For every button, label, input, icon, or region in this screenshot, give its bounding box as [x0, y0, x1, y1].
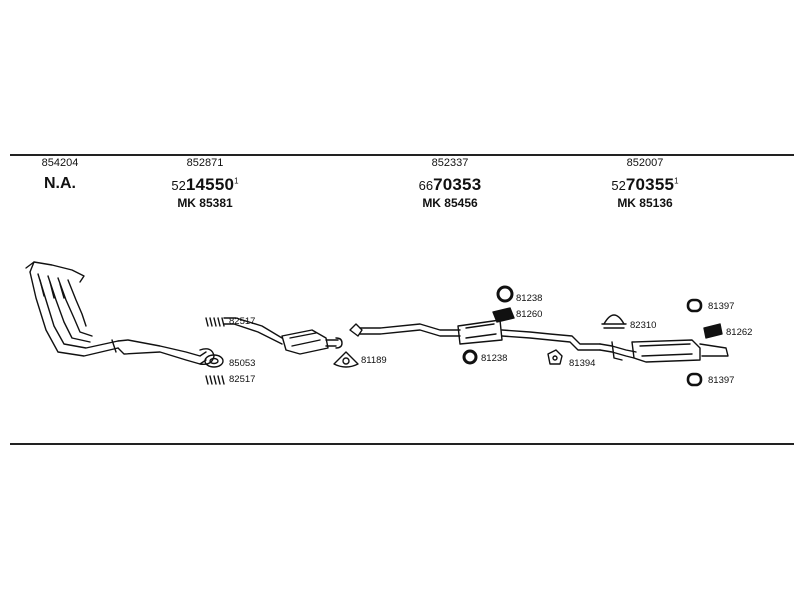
rubber-ring-top-icon — [496, 285, 514, 303]
u-clamp-icon — [601, 314, 627, 329]
mk-number: MK 85381 — [177, 196, 233, 210]
availability-note: N.A. — [44, 175, 76, 192]
sealing-ring-icon — [204, 354, 224, 368]
reference-number: 6670353 — [418, 175, 482, 194]
reference-number: 52145501 — [171, 175, 239, 194]
bottom-divider — [10, 443, 794, 445]
rubber-hanger-mid-icon — [492, 307, 515, 323]
rubber-ring-bottom-icon — [462, 349, 478, 365]
part-label-ring-mid-top: 81238 — [516, 293, 543, 304]
part-label-hanger-mid: 81260 — [516, 309, 543, 320]
catalytic-converter — [223, 317, 343, 355]
part-label-gasket-flange: 81189 — [361, 355, 387, 366]
rubber-ring-rear-top-icon — [686, 298, 703, 313]
spring-clamp-lower-icon — [205, 375, 225, 385]
column-middle-silencer: 852337 6670353 MK 85456 — [400, 157, 500, 210]
part-number: 854204 — [41, 157, 79, 169]
middle-silencer-assembly — [349, 319, 601, 351]
part-number: 852007 — [626, 157, 664, 169]
sealing-ring-inner-icon — [209, 357, 219, 365]
mk-number: MK 85456 — [422, 196, 478, 210]
part-label-ring-front: 85053 — [229, 358, 256, 369]
reference-number: 52703551 — [611, 175, 679, 194]
manifold-front-pipe — [25, 261, 215, 366]
part-number: 852871 — [186, 157, 224, 169]
rubber-hanger-rear-mid-icon — [547, 349, 563, 365]
rear-silencer-assembly — [599, 339, 729, 363]
rubber-hanger-rear-icon — [703, 323, 723, 339]
part-number: 852337 — [431, 157, 469, 169]
spring-clamp-upper-icon — [205, 317, 225, 327]
mk-number: MK 85136 — [617, 196, 673, 210]
column-catalyst: 852871 52145501 MK 85381 — [155, 157, 255, 210]
part-label-clamp-upper: 82517 — [229, 316, 256, 327]
part-label-hanger-rear: 81262 — [726, 327, 753, 338]
column-rear-silencer: 852007 52703551 MK 85136 — [595, 157, 695, 210]
part-label-ring-rear-top: 81397 — [708, 301, 735, 312]
part-label-ring-rear-bottom: 81397 — [708, 375, 735, 386]
flange-gasket-icon — [333, 351, 359, 368]
part-label-hanger-rear-mid: 81394 — [569, 358, 596, 369]
part-label-ring-mid-bottom: 81238 — [481, 353, 508, 364]
part-label-clip-rear: 82310 — [630, 320, 657, 331]
column-front-pipe: 854204 N.A. — [40, 158, 80, 192]
top-divider — [10, 154, 794, 156]
rubber-ring-rear-bottom-icon — [686, 372, 703, 387]
part-label-clamp-lower: 82517 — [229, 374, 256, 385]
